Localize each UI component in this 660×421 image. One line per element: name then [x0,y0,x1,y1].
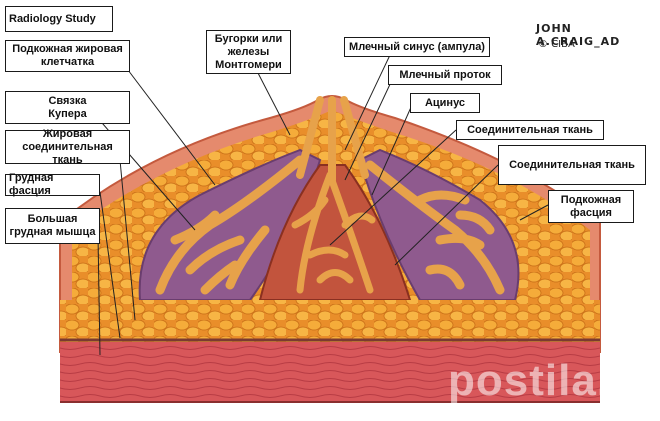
pectoralis-muscle [60,342,600,402]
watermark: postila.ru [448,356,657,405]
subcutaneous-fat-label: Подкожная жировая клетчатка [5,40,130,72]
fatty-connective-tissue-label: Жировая соединительная ткань [5,128,130,166]
central-gland-tree [291,171,376,294]
cooper-ligament-label: Связка Купера [5,91,130,124]
pectoral-fascia-label: Грудная фасция [5,172,100,197]
connective-tissue-label-2: Соединительная ткань [498,145,646,185]
lactiferous-duct-label: Млечный проток [388,65,502,85]
montgomery-glands-label: Бугорки или железы Монтгомери [206,30,291,74]
lactiferous-ducts [296,96,369,184]
pectoralis-major-label: Большая грудная мышца [5,208,100,244]
subcutaneous-fascia-label: Подкожная фасция [548,190,634,223]
copyright-text: © CIBA [538,39,575,50]
leader-lines [95,54,549,356]
left-gland-tree [155,155,305,295]
artist-signature: JOHN A.CRAIG_AD [536,22,621,48]
lactiferous-sinus-label: Млечный синус (ампула) [344,37,490,57]
title-label: Radiology Study [5,6,113,32]
right-gland-tree [365,160,505,295]
deep-fat-band [60,300,600,342]
connective-tissue-label-1: Соединительная ткань [456,120,604,140]
central-gland-lobe [258,164,412,301]
acinus-label: Ацинус [410,93,480,113]
